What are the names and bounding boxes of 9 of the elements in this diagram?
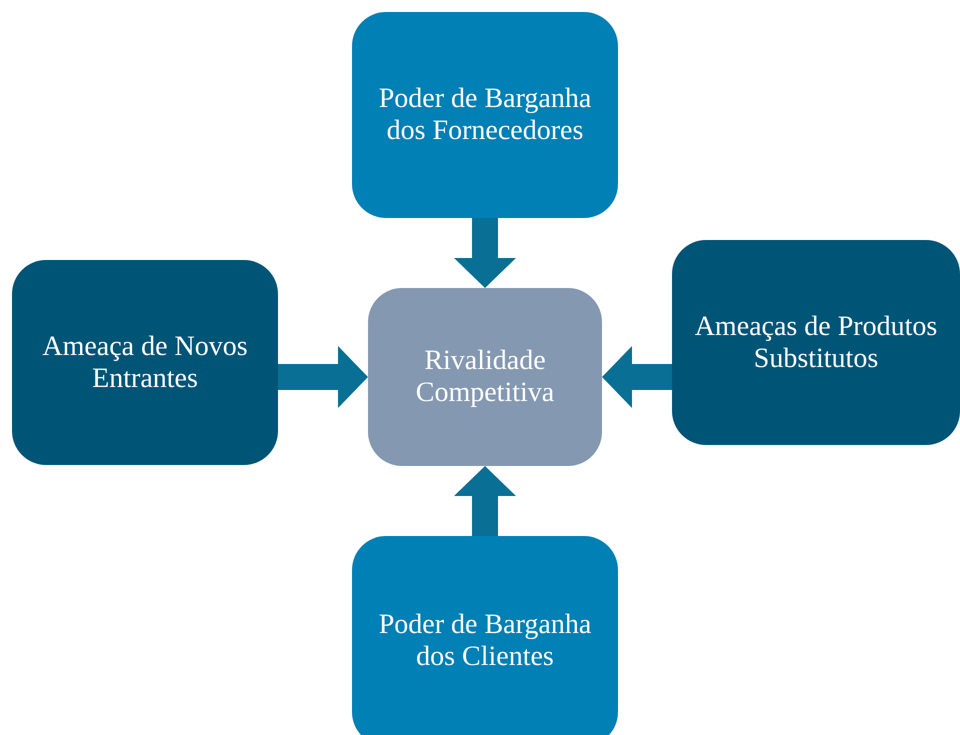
block-arrow <box>454 218 516 288</box>
block-arrow <box>602 346 672 408</box>
block-arrow <box>454 466 516 536</box>
center-box: Rivalidade Competitiva <box>368 288 602 466</box>
force-box: Ameaça de Novos Entrantes <box>12 260 278 465</box>
block-arrow <box>278 346 368 408</box>
force-box: Poder de Barganha dos Fornecedores <box>352 12 618 218</box>
force-box: Ameaças de Produtos Substitutos <box>672 240 960 445</box>
force-box: Poder de Barganha dos Clientes <box>352 536 618 735</box>
